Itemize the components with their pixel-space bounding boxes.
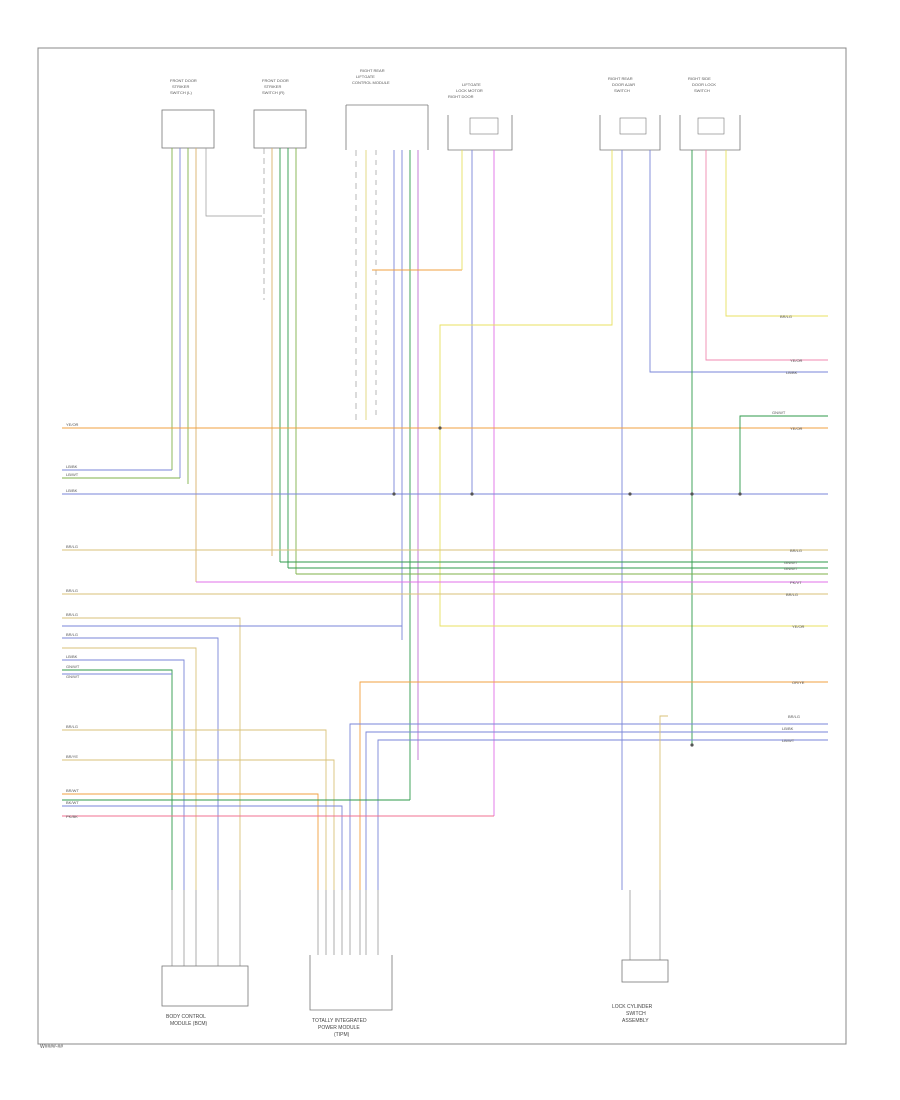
- svg-text:LOCK CYLINDER: LOCK CYLINDER: [612, 1004, 653, 1010]
- bcm-pins: [171, 890, 241, 966]
- wire-label: LB/WT: [782, 738, 795, 743]
- wire-label: GN/WT: [66, 674, 80, 679]
- wire-label: BR/LG: [66, 612, 78, 617]
- svg-text:STRIKER: STRIKER: [264, 84, 281, 89]
- svg-text:(TIPM): (TIPM): [334, 1032, 350, 1038]
- wire-h-tan-4: [62, 647, 197, 890]
- wire-h-blue-8: [377, 739, 828, 890]
- svg-text:SWITCH: SWITCH: [626, 1011, 646, 1017]
- wire-label: BK/WT: [66, 800, 79, 805]
- svg-text:STRIKER: STRIKER: [172, 84, 189, 89]
- tipm-pins: [317, 890, 379, 955]
- splice-dots: [392, 426, 742, 747]
- wire-v-25: [705, 150, 828, 361]
- wire-label: OR/YE: [792, 680, 805, 685]
- svg-text:LIFTGATE: LIFTGATE: [356, 74, 375, 79]
- svg-text:SWITCH: SWITCH: [694, 88, 710, 93]
- svg-text:POWER MODULE: POWER MODULE: [318, 1025, 360, 1031]
- wire-h-tan-3: [62, 617, 241, 890]
- wire-label: BR/LG: [66, 588, 78, 593]
- component-left-rear-door-switch: RIGHT SIDE DOOR LOCK SWITCH: [679, 76, 741, 151]
- wire-label: PK/VT: [790, 580, 802, 585]
- wire-label: BR/LG: [66, 724, 78, 729]
- wire-label: BR/LG: [786, 592, 798, 597]
- wire-label: YE/OR: [66, 422, 79, 427]
- wire-h-tan-5: [62, 729, 327, 890]
- svg-text:RIGHT REAR: RIGHT REAR: [608, 76, 633, 81]
- svg-text:BODY CONTROL: BODY CONTROL: [166, 1014, 206, 1020]
- lock-cylinder-pins: [629, 890, 661, 960]
- wire-v-21: [439, 150, 828, 627]
- component-lock-cylinder-switch: LOCK CYLINDER SWITCH ASSEMBLY: [612, 959, 669, 1024]
- wire-label: PK/BK: [66, 814, 78, 819]
- wire-v-5: [205, 148, 262, 217]
- svg-text:LIFTGATE: LIFTGATE: [462, 82, 481, 87]
- wire-label: LB/BK: [786, 370, 798, 375]
- wire-label: YE/OR: [792, 624, 805, 629]
- component-tipm: TOTALLY INTEGRATED POWER MODULE (TIPM): [309, 955, 393, 1038]
- svg-text:DOOR AJAR: DOOR AJAR: [612, 82, 635, 87]
- component-liftgate-lock-actuator: LIFTGATE LOCK MOTOR RIGHT DOOR: [447, 82, 513, 151]
- right-wire-labels: BR/LG YE/OR LB/BK GN/WT YE/OR BR/LG GN/W…: [772, 314, 805, 743]
- svg-text:RIGHT REAR: RIGHT REAR: [360, 68, 385, 73]
- wire-h-teal-1: [62, 669, 173, 890]
- component-right-rear-door-switch: RIGHT REAR DOOR AJAR SWITCH: [599, 76, 661, 151]
- svg-text:MODULE (BCM): MODULE (BCM): [170, 1021, 208, 1027]
- wire-label: GN/WT: [66, 664, 80, 669]
- wire-label: GN/WT: [784, 566, 798, 571]
- wire-v-23: [649, 150, 828, 373]
- wire-label: LB/BK: [66, 488, 78, 493]
- svg-text:SWITCH (R): SWITCH (R): [262, 90, 285, 95]
- wire-h-orange-3: [62, 793, 319, 890]
- diagram-frame: [37, 47, 847, 1045]
- wire-label: BR/LG: [788, 714, 800, 719]
- svg-text:DOOR LOCK: DOOR LOCK: [692, 82, 716, 87]
- svg-text:LOCK MOTOR: LOCK MOTOR: [456, 88, 483, 93]
- svg-text:SWITCH: SWITCH: [614, 88, 630, 93]
- wire-label: LB/BK: [66, 654, 78, 659]
- wire-h-blue-7: [365, 731, 828, 890]
- wire-h-tan-6: [62, 759, 335, 890]
- wire-label: GN/WT: [772, 410, 786, 415]
- wire-label: LB/BK: [66, 464, 78, 469]
- component-body-control-module: BODY CONTROL MODULE (BCM): [161, 965, 249, 1027]
- left-wire-labels: YE/OR LB/BK LB/WT LB/BK BR/LG BR/LG BR/L…: [66, 422, 80, 819]
- svg-text:RIGHT SIDE: RIGHT SIDE: [688, 76, 711, 81]
- svg-text:ASSEMBLY: ASSEMBLY: [622, 1018, 649, 1024]
- component-front-door-switch-left: FRONT DOOR STRIKER SWITCH (L): [161, 78, 215, 149]
- svg-text:FRONT DOOR: FRONT DOOR: [170, 78, 197, 83]
- svg-text:CONTROL MODULE: CONTROL MODULE: [352, 80, 390, 85]
- wire-label: BR/LG: [66, 544, 78, 549]
- wire-label: BR/LG: [66, 632, 78, 637]
- svg-text:FRONT DOOR: FRONT DOOR: [262, 78, 289, 83]
- component-front-door-switch-right: FRONT DOOR STRIKER SWITCH (R): [253, 78, 307, 149]
- svg-text:TOTALLY INTEGRATED: TOTALLY INTEGRATED: [312, 1018, 367, 1024]
- wire-label: LB/WT: [66, 472, 79, 477]
- wire-label: LB/BK: [782, 726, 794, 731]
- wire-label: BR/LG: [790, 548, 802, 553]
- wire-h-blue-6: [349, 723, 828, 890]
- wire-h-orange-2: [359, 681, 828, 890]
- wire-label: BR/WT: [66, 788, 79, 793]
- svg-text:SWITCH (L): SWITCH (L): [170, 90, 192, 95]
- wire-label: YE/OR: [790, 358, 803, 363]
- wire-label: BR/YE: [66, 754, 78, 759]
- wire-label: YE/OR: [790, 426, 803, 431]
- wire-label: BR/LG: [780, 314, 792, 319]
- wire-v-26: [725, 150, 828, 317]
- component-rear-liftgate-switch: RIGHT REAR LIFTGATE CONTROL MODULE: [345, 68, 429, 150]
- svg-text:RIGHT DOOR: RIGHT DOOR: [448, 94, 474, 99]
- wire-label: GN/WT: [784, 560, 798, 565]
- wire-h-teal-5: [739, 415, 828, 494]
- wire-h-blue-5: [62, 659, 185, 890]
- wire-h-teal-4: [62, 805, 343, 890]
- wire-h-tan-7: [659, 715, 668, 890]
- page-reference: W####-##: [40, 1044, 64, 1050]
